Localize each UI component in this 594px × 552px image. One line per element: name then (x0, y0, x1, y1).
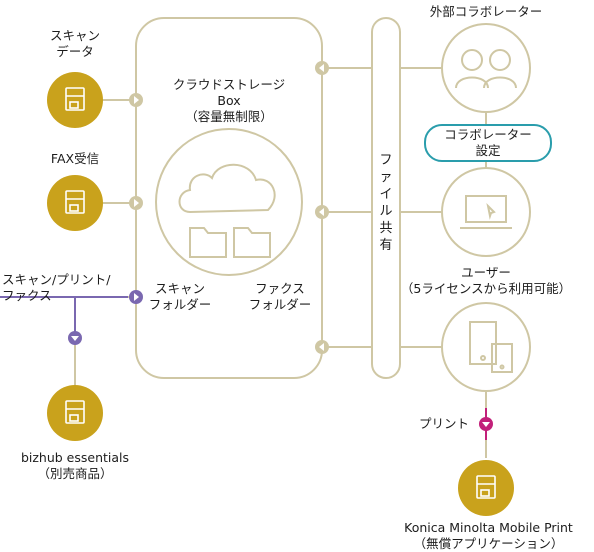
print-label: プリント (418, 416, 469, 431)
cloud-circle (155, 128, 303, 276)
scan-folder-label: スキャン フォルダー (148, 281, 212, 312)
collaborator-label: 外部コラボレーター (429, 4, 543, 19)
file-share-label: ファイル共有 (379, 153, 393, 253)
fax-label: FAX受信 (50, 151, 100, 166)
arrow-markers (68, 61, 493, 431)
konica-label: Konica Minolta Mobile Print （無償アプリケーション） (404, 520, 573, 551)
cloud-icon (178, 163, 276, 214)
scan-data-label: スキャン データ (49, 28, 100, 59)
fax-folder-label: ファクス フォルダー (248, 281, 312, 312)
user-label: ユーザー （5ライセンスから利用可能） (400, 265, 572, 296)
file-share-bar (371, 17, 401, 379)
printer-icon (65, 87, 496, 499)
mobile-devices-icon (469, 321, 513, 373)
collaborator-setting-button[interactable]: コラボレーター 設定 (424, 124, 552, 162)
right-circles (441, 23, 531, 392)
device-circles (47, 72, 514, 516)
scan-print-fax-label: スキャン/プリント/ ファクス (2, 272, 111, 303)
users-icon (455, 49, 517, 89)
bizhub-label: bizhub essentials （別売商品） (20, 450, 130, 481)
folder-icon (189, 227, 271, 258)
laptop-icon (460, 195, 512, 229)
cloud-storage-title: クラウドストレージ Box （容量無制限） (172, 77, 286, 124)
